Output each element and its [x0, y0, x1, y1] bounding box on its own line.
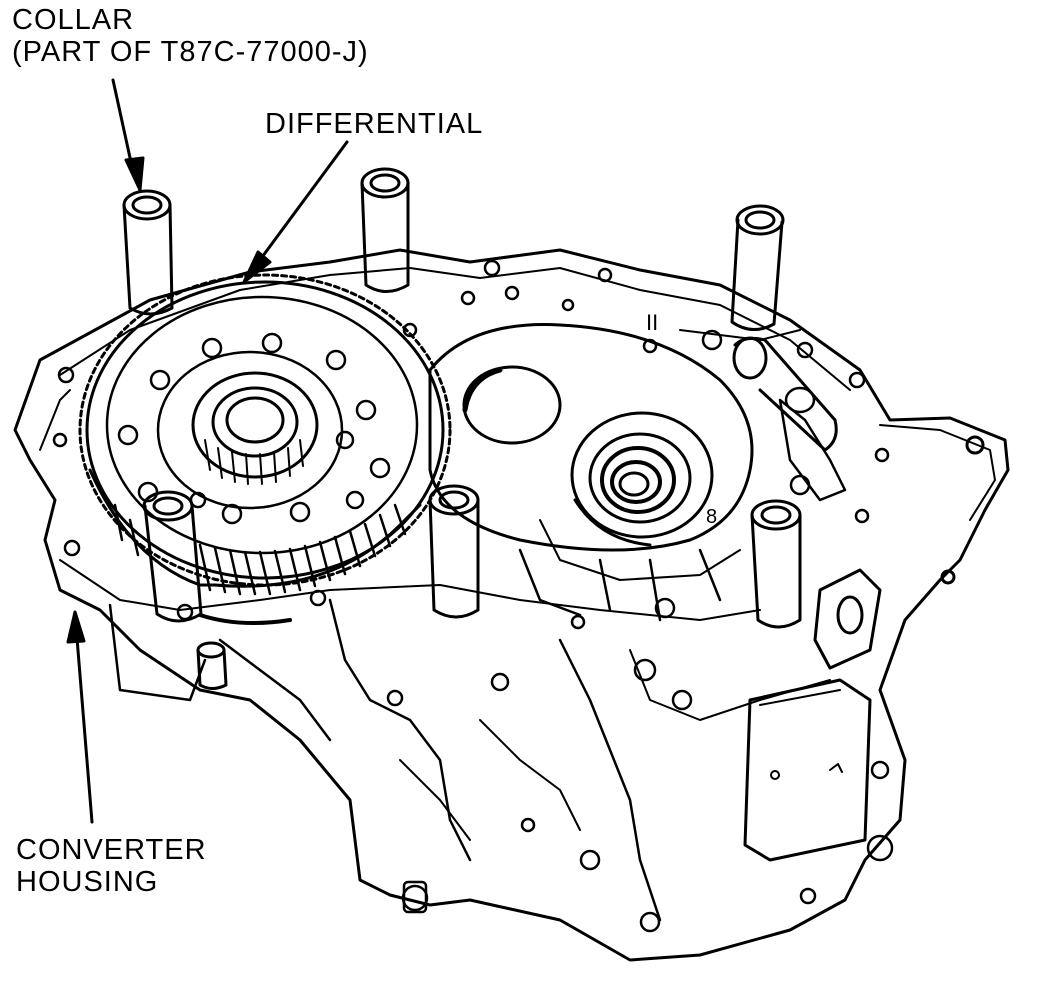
differential-leader: [252, 140, 349, 270]
shift-shaft: [679, 329, 847, 502]
drain-stub: [196, 613, 332, 742]
collar-label-line2: (PART OF T87C-77000-J): [12, 36, 369, 68]
differential-arrowhead: [242, 250, 272, 284]
case-mark-roman: II: [646, 310, 658, 335]
collar-label: COLLAR (PART OF T87C-77000-J): [12, 4, 369, 68]
converter-housing-arrowhead: [66, 610, 86, 644]
converter-housing-label-line1: CONVERTER: [16, 834, 207, 866]
flange-bolt-holes: [52, 259, 894, 933]
side-cover-plate: [743, 568, 882, 862]
case-marks: II 8: [646, 310, 717, 528]
converter-housing-label-line2: HOUSING: [16, 866, 159, 898]
collar-post: [360, 167, 410, 293]
collar-post: [750, 499, 802, 629]
differential-label: DIFFERENTIAL: [265, 108, 484, 140]
collar-label-line1: COLLAR: [12, 4, 135, 36]
collar-posts: [122, 167, 802, 629]
collar-post: [730, 204, 785, 331]
collar-post: [122, 189, 174, 316]
housing-outline: [13, 248, 1010, 962]
differential-gear: [78, 273, 452, 596]
collar-post: [428, 484, 480, 619]
leader-lines: [66, 78, 349, 824]
converter-housing-label: CONVERTER HOUSING: [16, 834, 207, 898]
case-cavities: [428, 323, 754, 622]
converter-housing-leader: [74, 624, 94, 824]
collar-arrowhead: [124, 156, 145, 192]
case-mark-numeral: 8: [706, 506, 717, 528]
